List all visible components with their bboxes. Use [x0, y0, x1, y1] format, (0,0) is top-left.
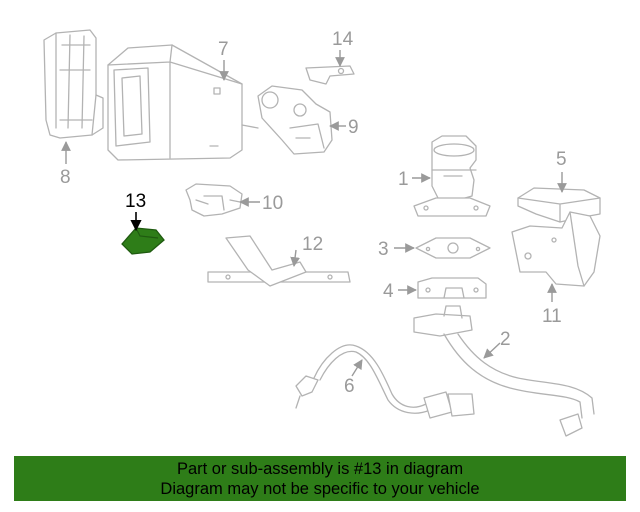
part-7-canister[interactable] — [107, 44, 259, 161]
banner-line-2: Diagram may not be specific to your vehi… — [160, 479, 480, 498]
part-10-sensor[interactable] — [185, 183, 243, 217]
part-4-adapter[interactable] — [417, 277, 487, 299]
banner-line-1: Part or sub-assembly is #13 in diagram — [176, 459, 464, 478]
part-12-bracket[interactable] — [207, 235, 351, 287]
part-9-solenoid[interactable] — [257, 85, 333, 155]
callout-4: 4 — [383, 281, 417, 302]
part-6-oxygen-sensor[interactable] — [295, 344, 475, 419]
part-3-gasket[interactable] — [415, 237, 491, 259]
svg-text:7: 7 — [218, 39, 229, 60]
svg-text:5: 5 — [556, 149, 567, 170]
svg-text:11: 11 — [542, 306, 562, 327]
part-11-bracket[interactable] — [511, 211, 601, 287]
callout-7: 7 — [218, 39, 229, 81]
callout-10: 10 — [239, 193, 283, 214]
parts-diagram: 1 2 3 4 5 6 7 8 9 10 11 12 — [43, 29, 601, 437]
callout-8: 8 — [60, 141, 71, 188]
callout-1: 1 — [398, 169, 431, 190]
callout-14: 14 — [332, 29, 354, 67]
svg-text:3: 3 — [378, 239, 389, 260]
svg-text:14: 14 — [332, 29, 354, 50]
callout-6: 6 — [344, 359, 363, 397]
svg-text:8: 8 — [60, 167, 71, 188]
svg-text:9: 9 — [348, 117, 359, 138]
svg-text:2: 2 — [500, 329, 511, 350]
part-2-egr-tube[interactable] — [413, 305, 595, 437]
svg-text:13: 13 — [125, 191, 146, 212]
svg-text:4: 4 — [383, 281, 394, 302]
callout-3: 3 — [378, 239, 415, 260]
svg-text:6: 6 — [344, 376, 355, 397]
part-8-bracket[interactable] — [43, 29, 104, 139]
svg-text:1: 1 — [398, 169, 409, 190]
svg-text:12: 12 — [302, 234, 323, 255]
callout-2: 2 — [483, 329, 511, 359]
part-13-highlighted[interactable] — [121, 227, 165, 255]
callout-11: 11 — [542, 283, 562, 327]
info-banner: Part or sub-assembly is #13 in diagram D… — [14, 456, 626, 501]
callout-5: 5 — [556, 149, 567, 193]
callout-13: 13 — [125, 191, 146, 232]
callout-9: 9 — [329, 117, 359, 138]
part-14-bracket[interactable] — [305, 65, 355, 85]
svg-text:10: 10 — [262, 193, 283, 214]
part-1-egr-valve[interactable] — [413, 135, 491, 217]
callout-12: 12 — [290, 234, 323, 267]
